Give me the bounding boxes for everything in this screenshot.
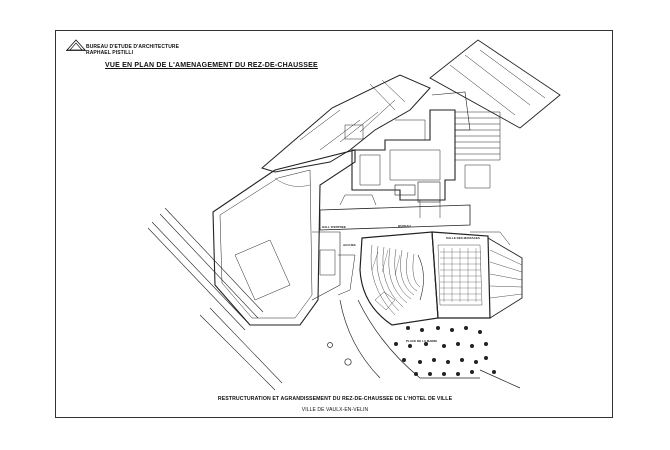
project-title: RESTRUCTURATION ET AGRANDISSEMENT DU REZ… xyxy=(217,396,453,402)
main-hall xyxy=(212,149,356,326)
council-chamber xyxy=(359,231,439,326)
plaza-trees xyxy=(394,326,496,376)
label-place: PLACE DE LA MAIRIE xyxy=(406,339,437,343)
drawing-border xyxy=(55,30,613,418)
firm-line-1: BUREAU D'ETUDE D'ARCHITECTURE xyxy=(86,44,180,50)
north-wing xyxy=(260,74,431,173)
firm-name: BUREAU D'ETUDE D'ARCHITECTURE RAPHAEL PI… xyxy=(86,44,179,56)
architect-logo-icon xyxy=(66,39,86,51)
plan-title: VUE EN PLAN DE L'AMENAGEMENT DU REZ-DE-C… xyxy=(105,62,318,69)
label-salle: SALLE DES MARIAGES xyxy=(446,236,480,240)
label-bureau: BUREAU xyxy=(398,224,411,228)
wedding-hall xyxy=(431,231,523,319)
parking-zone xyxy=(429,39,561,189)
railway-lines xyxy=(147,207,283,391)
label-hall: HALL D'ENTREE xyxy=(322,225,346,229)
office-block xyxy=(351,91,471,203)
plaza-outline xyxy=(327,299,521,389)
firm-line-2: RAPHAEL PISTILLI xyxy=(86,50,134,56)
label-accueil: ACCUEIL xyxy=(343,243,357,247)
corridor xyxy=(311,194,471,301)
city-name: VILLE DE VAULX-EN-VELIN xyxy=(301,407,369,413)
